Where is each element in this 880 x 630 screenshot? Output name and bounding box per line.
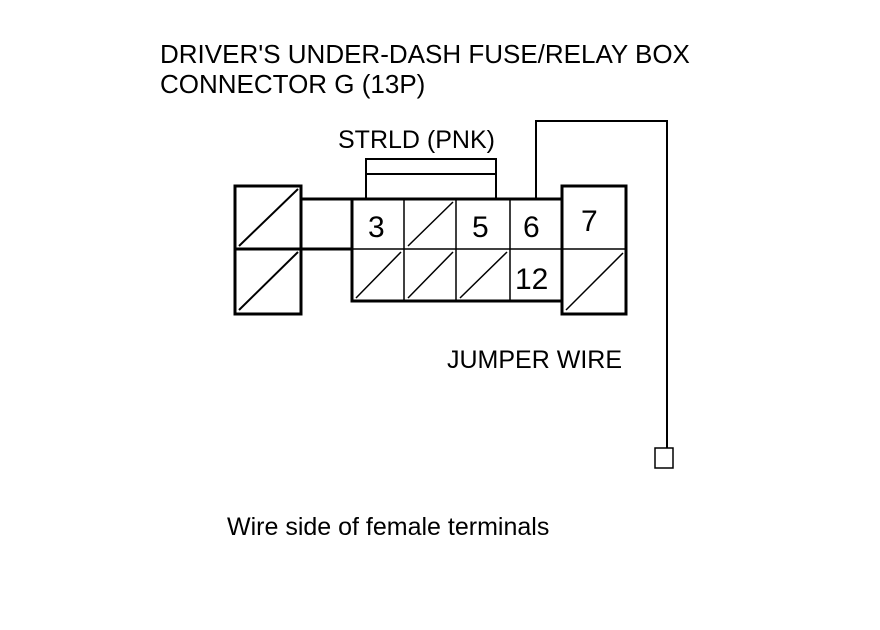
connector-latch bbox=[365, 158, 497, 200]
housing-neck bbox=[301, 197, 352, 251]
right-housing bbox=[560, 184, 628, 316]
blank-cavities bbox=[355, 201, 508, 299]
pin-7: 7 bbox=[581, 205, 598, 238]
wire-label: STRLD (PNK) bbox=[338, 126, 495, 154]
pin-3: 3 bbox=[368, 211, 385, 244]
pin-5: 5 bbox=[472, 211, 489, 244]
pin-12: 12 bbox=[515, 263, 548, 296]
jumper-label: JUMPER WIRE bbox=[447, 346, 622, 374]
pin-6: 6 bbox=[523, 211, 540, 244]
diagram-title-line1: DRIVER'S UNDER-DASH FUSE/RELAY BOX bbox=[160, 39, 690, 69]
jumper-wire-terminal bbox=[654, 447, 674, 469]
left-housing bbox=[233, 184, 303, 316]
diagram-caption: Wire side of female terminals bbox=[227, 513, 549, 541]
jumper-wire bbox=[535, 120, 674, 469]
diagram-title-line2: CONNECTOR G (13P) bbox=[160, 69, 425, 99]
